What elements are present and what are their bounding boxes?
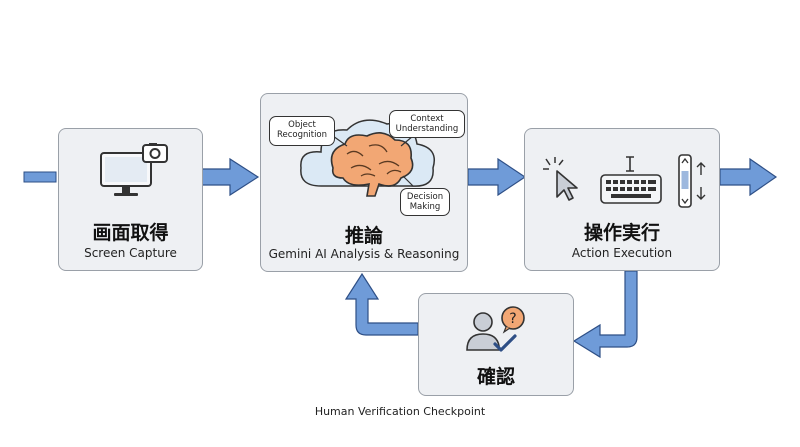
verify-node: ? 確認 bbox=[418, 293, 574, 396]
scroll-icon bbox=[678, 154, 706, 208]
arrow-capture-to-reasoning bbox=[201, 157, 260, 197]
cursor-click-icon bbox=[543, 157, 578, 201]
arrow-reasoning-to-action bbox=[467, 157, 527, 197]
arrow-verify-to-reasoning bbox=[344, 272, 419, 336]
svg-text:?: ? bbox=[509, 311, 516, 327]
bubble-object-recognition: Object Recognition bbox=[269, 116, 335, 146]
arrow-action-to-verify bbox=[572, 270, 638, 359]
keyboard-icon bbox=[600, 174, 662, 204]
action-title: 操作実行 bbox=[583, 222, 660, 244]
action-node: 操作実行 Action Execution bbox=[524, 128, 720, 271]
action-subtitle: Action Execution bbox=[571, 246, 673, 260]
capture-title: 画面取得 bbox=[92, 222, 169, 244]
verify-title: 確認 bbox=[476, 366, 515, 388]
reasoning-subtitle: Gemini AI Analysis & Reasoning bbox=[268, 247, 460, 261]
reasoning-node: Object Recognition Context Understanding… bbox=[260, 93, 468, 272]
monitor-camera-icon bbox=[100, 143, 168, 196]
capture-node: 画面取得 Screen Capture bbox=[58, 128, 203, 271]
bubble-context-understanding: Context Understanding bbox=[389, 110, 465, 138]
arrow-action-exit bbox=[719, 157, 778, 197]
verify-caption: Human Verification Checkpoint bbox=[314, 405, 486, 418]
capture-subtitle: Screen Capture bbox=[84, 246, 177, 260]
bubble-decision-making: Decision Making bbox=[400, 188, 450, 216]
reasoning-title: 推論 bbox=[344, 225, 383, 247]
text-cursor-icon bbox=[626, 156, 634, 172]
person-question-check-icon: ? bbox=[466, 306, 525, 352]
entry-arrow bbox=[23, 171, 57, 183]
